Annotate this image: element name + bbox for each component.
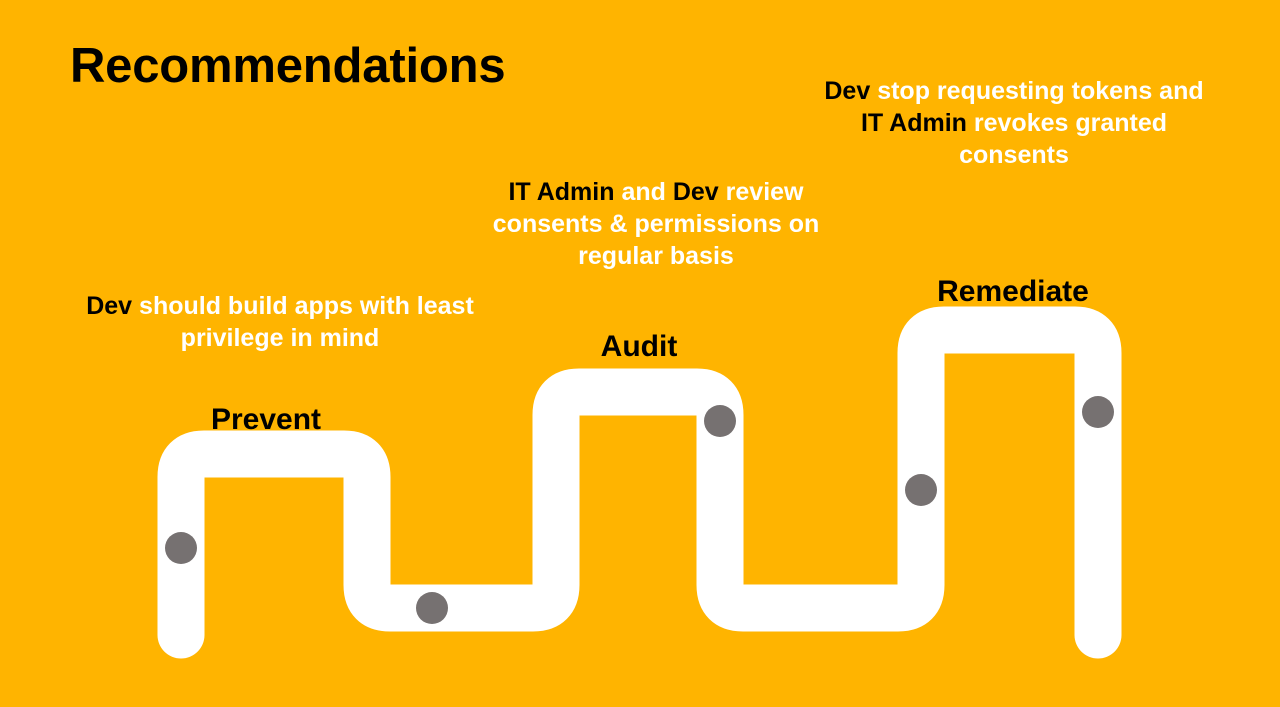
- caption-role-token: IT Admin: [860, 109, 967, 137]
- caption-body-token: should build apps with least privilege i…: [132, 292, 474, 352]
- caption-body-token: stop requesting tokens and: [870, 77, 1204, 105]
- journey-path-line: [157, 306, 1122, 659]
- stage-label-prevent: Prevent: [210, 403, 322, 436]
- marker-3-dot-icon: [704, 405, 736, 437]
- marker-5-dot-icon: [1082, 396, 1114, 428]
- caption-role-token: Dev: [824, 77, 871, 105]
- caption-role-token: IT Admin: [508, 178, 615, 206]
- stage-label-audit: Audit: [600, 330, 678, 363]
- caption-audit: IT Admin and Dev review consents & permi…: [456, 176, 856, 272]
- caption-body-token: review consents & permissions on regular…: [492, 178, 820, 270]
- caption-body-token: and: [614, 178, 673, 206]
- marker-1-dot-icon: [165, 532, 197, 564]
- page-title: Recommendations: [70, 39, 506, 93]
- caption-role-token: Dev: [672, 178, 719, 206]
- caption-role-token: Dev: [86, 292, 133, 320]
- marker-4-dot-icon: [905, 474, 937, 506]
- stage-label-remediate: Remediate: [937, 275, 1089, 308]
- caption-body-token: revokes granted consents: [959, 109, 1168, 169]
- caption-remediate: Dev stop requesting tokens and IT Admin …: [814, 75, 1214, 171]
- marker-2-dot-icon: [416, 592, 448, 624]
- journey-marker-group: [165, 396, 1114, 624]
- caption-prevent: Dev should build apps with least privile…: [70, 290, 490, 354]
